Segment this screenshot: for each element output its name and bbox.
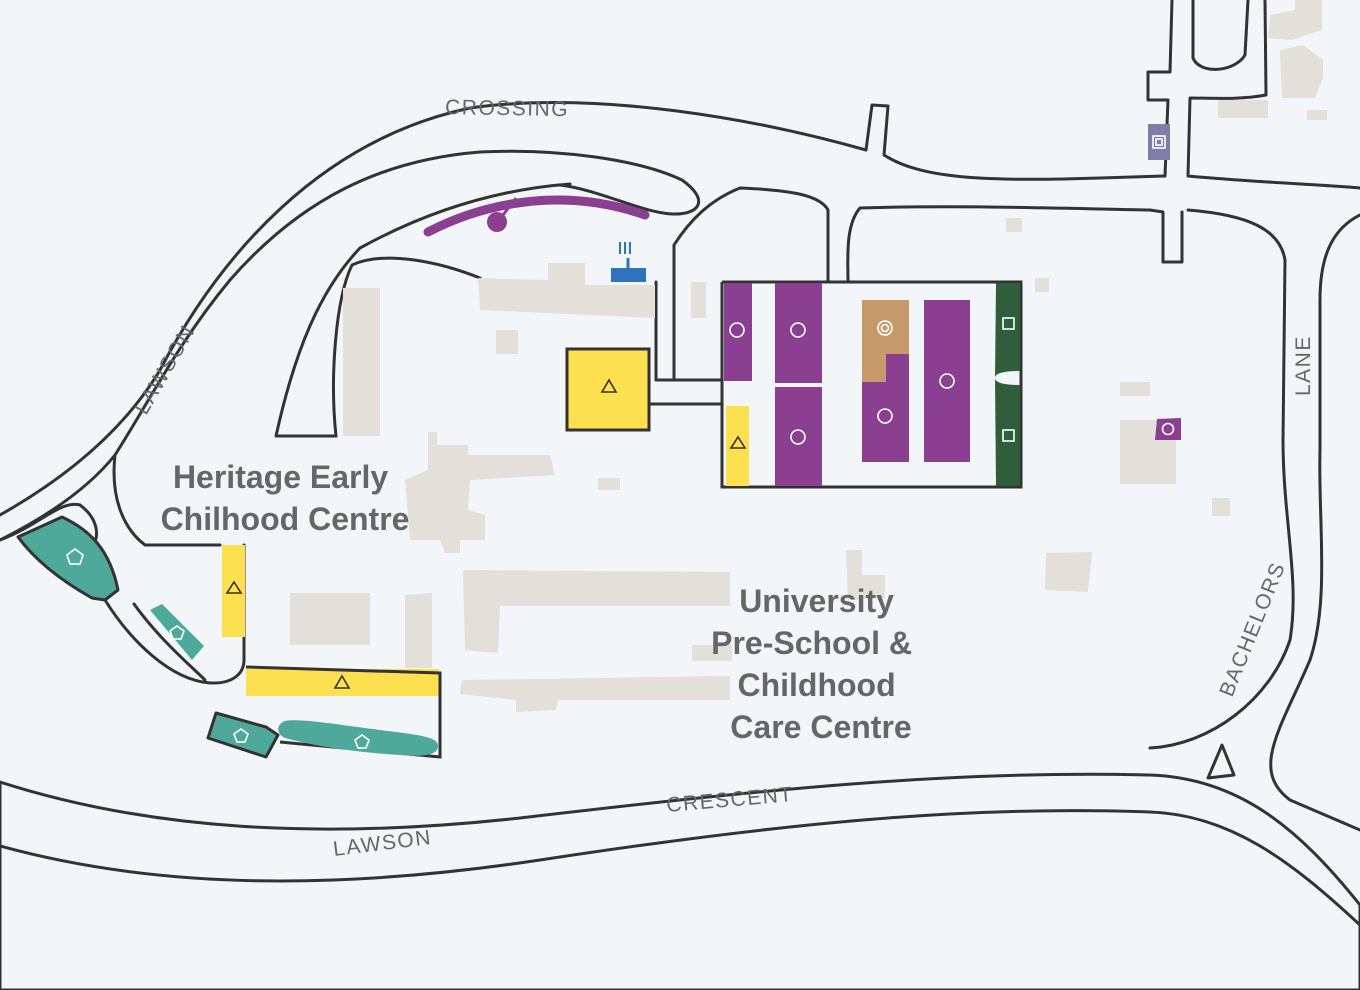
university-label: University Pre-School & Childhood Care C… xyxy=(711,583,921,745)
purple-bay-1[interactable] xyxy=(724,283,752,381)
street-label-bachelors: BACHELORS xyxy=(1215,559,1290,700)
teal-zone-3[interactable] xyxy=(206,711,280,759)
yellow-lot-center[interactable] xyxy=(565,347,651,432)
square-target-icon xyxy=(1152,135,1166,149)
area-labels: Heritage Early Chilhood Centre Universit… xyxy=(161,459,921,745)
street-label-lawson-north: LAWSON xyxy=(130,321,200,418)
slate-zone-north[interactable] xyxy=(1148,124,1170,160)
teal-zone-1[interactable] xyxy=(16,515,120,602)
purple-bay-5[interactable] xyxy=(924,300,970,462)
yellow-strip-west[interactable] xyxy=(222,545,245,637)
circle-icon xyxy=(729,322,745,338)
purple-bay-2[interactable] xyxy=(775,283,822,383)
purple-bay-3[interactable] xyxy=(775,387,822,486)
pentagon-icon xyxy=(66,548,84,565)
bike-rack-zone[interactable] xyxy=(611,242,646,282)
heritage-label: Heritage Early Chilhood Centre xyxy=(161,459,410,537)
lawson-crescent-road[interactable] xyxy=(0,772,1360,990)
triangle-icon xyxy=(729,435,747,449)
yellow-strip-south[interactable] xyxy=(246,669,439,696)
bike-rack-icon xyxy=(619,242,631,254)
circle-icon xyxy=(790,322,806,338)
green-bay-2[interactable] xyxy=(995,378,1020,486)
pentagon-icon xyxy=(233,728,249,743)
teal-zone-4[interactable] xyxy=(278,720,439,756)
circle-icon xyxy=(1161,422,1175,436)
street-label-crossing: CROSSING xyxy=(445,96,569,121)
pentagon-icon xyxy=(354,734,370,749)
circle-icon xyxy=(790,429,806,445)
tan-bay[interactable] xyxy=(862,300,909,382)
purple-arc-marker[interactable] xyxy=(487,212,507,232)
triangle-icon xyxy=(600,378,618,393)
pentagon-icon xyxy=(169,625,185,640)
street-label-lane: LANE xyxy=(1292,335,1315,396)
square-icon xyxy=(1002,429,1015,442)
circle-icon xyxy=(939,373,955,389)
purple-tag-east[interactable] xyxy=(1155,418,1181,440)
lawson-road-west[interactable] xyxy=(0,101,868,517)
triangle-icon xyxy=(225,580,243,594)
yellow-bay-lot[interactable] xyxy=(726,406,749,486)
parking-zones xyxy=(16,124,1181,759)
double-circle-icon xyxy=(877,320,893,336)
square-icon xyxy=(1002,317,1015,330)
circle-icon xyxy=(877,408,893,424)
teal-zone-2[interactable] xyxy=(150,604,204,660)
green-bay-1[interactable] xyxy=(995,283,1020,378)
purple-arc-zone[interactable] xyxy=(423,195,650,237)
triangle-icon xyxy=(333,674,351,689)
